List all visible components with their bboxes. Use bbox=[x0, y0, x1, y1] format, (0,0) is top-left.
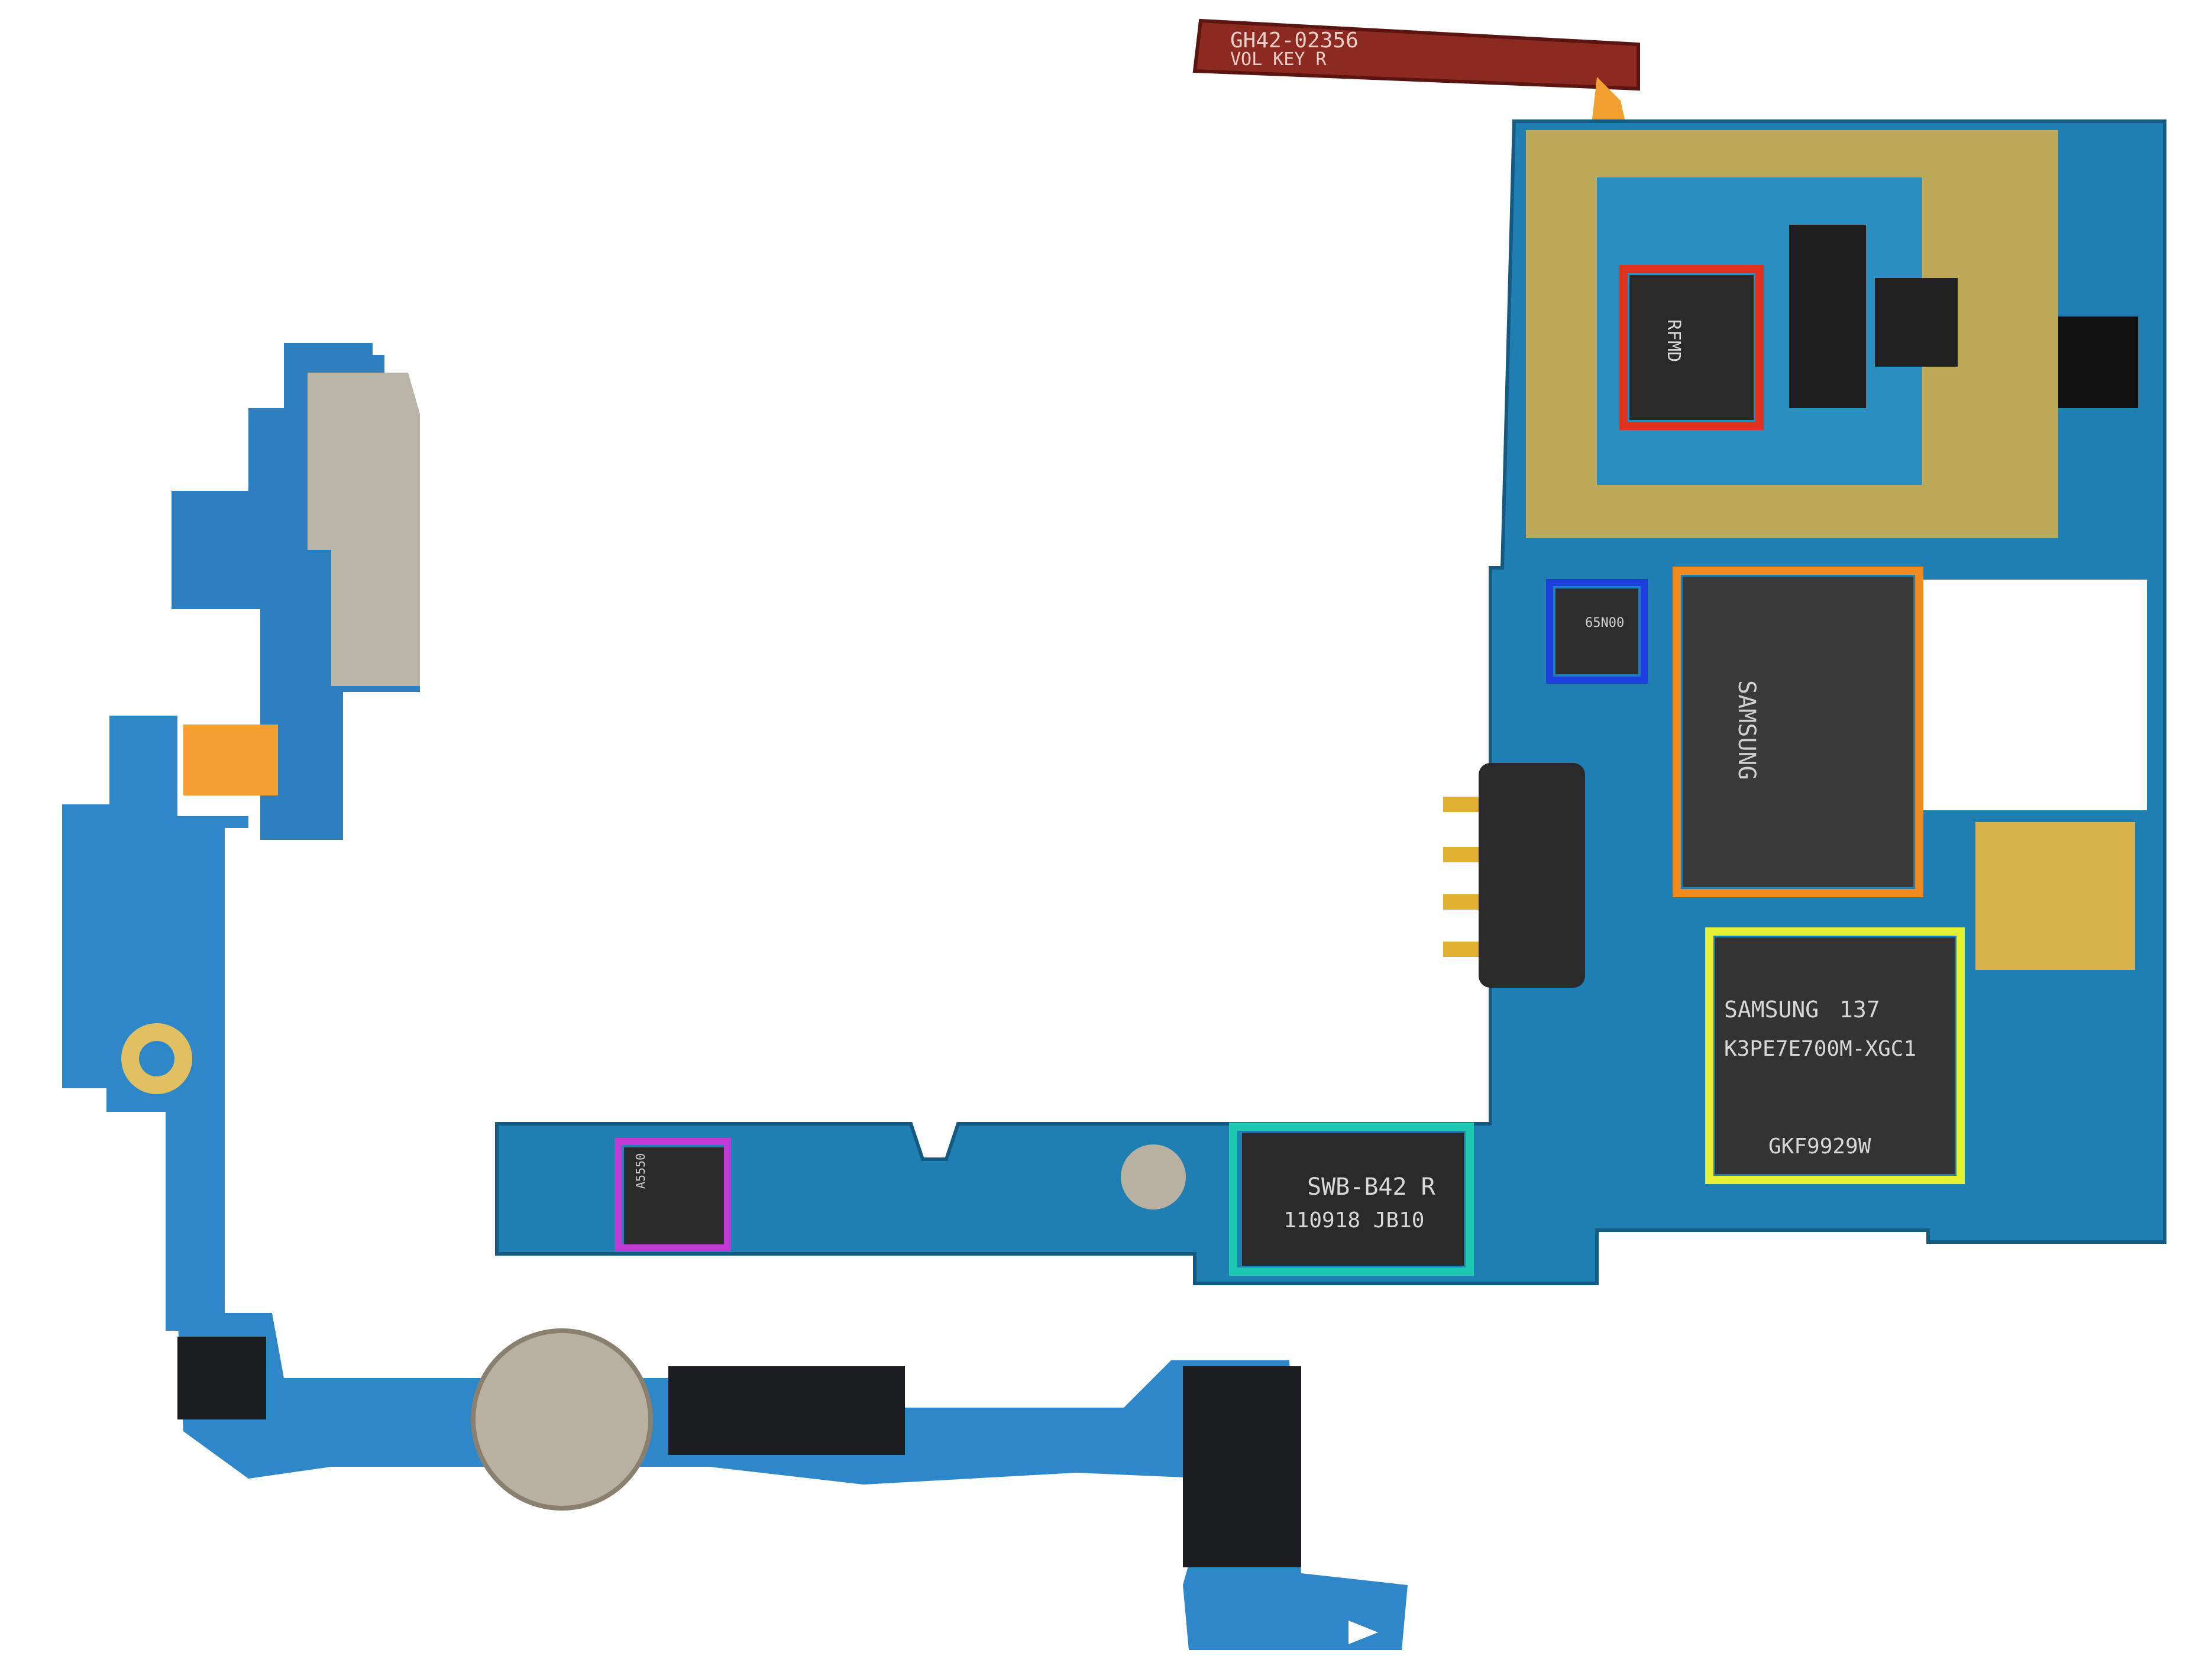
samsung-mem-line-1: SAMSUNG bbox=[1724, 997, 1819, 1023]
samsung-mem-line-4: GKF9929W bbox=[1768, 1134, 1871, 1159]
highlight-swb: SWB-B42 R 110918 JB10 bbox=[1229, 1123, 1474, 1276]
motherboard bbox=[495, 119, 2166, 1285]
rfmd-line-1: RFMD bbox=[1663, 319, 1684, 362]
highlight-avago: A5550 bbox=[615, 1138, 731, 1251]
avago-line-2: A5550 bbox=[633, 1153, 648, 1189]
antenna-text-2: VOL KEY R bbox=[1230, 49, 1327, 70]
cxn-line-2: 65N00 bbox=[1585, 616, 1624, 630]
antenna-text-1: GH42-02356 bbox=[1230, 28, 1359, 53]
samsung-mem-line-2: 137 bbox=[1839, 997, 1880, 1023]
highlight-rfmd: RFMD bbox=[1619, 265, 1764, 430]
highlight-cxn: 65N00 bbox=[1546, 579, 1648, 684]
samsung-ap-line-1: SAMSUNG bbox=[1733, 680, 1760, 780]
upper-left-board bbox=[172, 343, 420, 840]
swb-line-2: 110918 JB10 bbox=[1283, 1208, 1424, 1233]
swb-line-1: SWB-B42 R bbox=[1307, 1173, 1436, 1201]
samsung-mem-line-3: K3PE7E700M-XGC1 bbox=[1724, 1037, 1916, 1061]
highlight-samsung-memory: SAMSUNG 137 K3PE7E700M-XGC1 GKF9929W bbox=[1705, 927, 1965, 1184]
lower-flex bbox=[177, 1313, 1408, 1650]
usb-board bbox=[62, 716, 278, 1331]
arrow-icon bbox=[1348, 1621, 1378, 1644]
highlight-samsung-ap: SAMSUNG bbox=[1673, 567, 1923, 897]
